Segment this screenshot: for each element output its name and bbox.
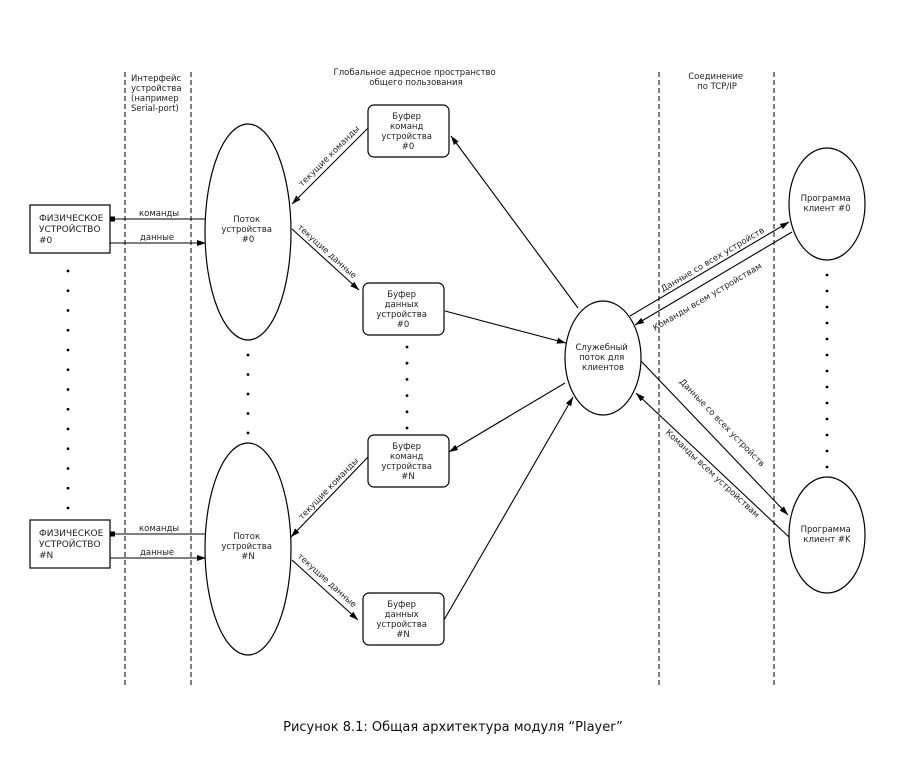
svg-text:данные: данные — [140, 548, 174, 558]
edge-physN-data: данные — [110, 548, 206, 561]
ellipsis-dot — [66, 388, 70, 391]
ellipsis-dot — [405, 378, 409, 381]
client-program-k: Программа клиент #K — [788, 476, 866, 594]
ellipsis-dot — [825, 433, 829, 437]
svg-text:текущие данные: текущие данные — [295, 223, 358, 281]
svg-text:данные: данные — [140, 233, 174, 243]
ellipsis-dot — [66, 407, 70, 411]
ellipsis-dot — [246, 353, 250, 357]
physical-device-0: ФИЗИЧЕСКОЕ УСТРОЙСТВО #0 — [29, 204, 111, 254]
ellipsis-dot — [405, 426, 409, 430]
edge-databuf0-to-service — [444, 310, 567, 344]
physical-device-n: ФИЗИЧЕСКОЕ УСТРОЙСТВО #N — [29, 519, 111, 569]
edge-cmdbuf0-to-thread0: текущие команды — [291, 124, 369, 205]
edge-phys0-data: данные — [110, 233, 206, 246]
ellipsis-dots — [66, 269, 829, 510]
data-buffer-0: Буфер данных устройства #0 — [362, 282, 445, 336]
ellipsis-dot — [66, 269, 70, 273]
device-thread-0: Поток устройства #0 — [204, 123, 292, 341]
svg-text:Буфер команд устро: Буфер команд устройства #N — [381, 442, 434, 482]
svg-text:Программа клиент #0: Программа клиент #0 — [801, 194, 854, 214]
edge-service-to-cmdbufN — [448, 382, 566, 453]
svg-text:Программа клиент #K: Программа клиент #K — [801, 525, 854, 545]
svg-text:команды: команды — [139, 524, 179, 534]
ellipsis-dot — [825, 273, 829, 277]
ellipsis-dot — [405, 361, 409, 365]
zone-label-global-space: Глобальное адресное пространство общего … — [334, 68, 499, 88]
svg-text:Буфер данных устро: Буфер данных устройства #0 — [376, 290, 429, 330]
svg-text:ФИЗИЧЕСКОЕ УСТРОЙСТВО: ФИЗИЧЕСКОЕ УСТРОЙСТВО #0 — [39, 214, 106, 246]
ellipsis-dot — [246, 373, 250, 376]
edge-service-to-clientK-data: Данные со всех устройств — [640, 360, 789, 516]
ellipsis-dot — [825, 449, 829, 453]
ellipsis-dot — [825, 369, 829, 373]
ellipsis-dot — [825, 321, 829, 325]
svg-text:Поток устройства #: Поток устройства #0 — [221, 215, 274, 245]
edge-threadN-to-databufN: текущие данные — [291, 552, 359, 621]
command-buffer-0: Буфер команд устройства #0 — [367, 104, 450, 158]
ellipsis-dot — [825, 305, 829, 309]
ellipsis-dot — [825, 289, 829, 293]
ellipsis-dot — [246, 412, 250, 415]
client-program-0: Программа клиент #0 — [788, 147, 866, 261]
svg-text:ФИЗИЧЕСКОЕ УСТРОЙСТВО: ФИЗИЧЕСКОЕ УСТРОЙСТВО #N — [39, 529, 106, 561]
ellipsis-dot — [825, 353, 829, 357]
client-service-thread: Служебный поток для клиентов — [564, 300, 642, 416]
command-buffer-n: Буфер команд устройства #N — [367, 434, 450, 488]
edge-thread0-to-databuf0: текущие данные — [291, 223, 360, 291]
svg-text:Команды всем устройствам: Команды всем устройствам — [651, 261, 763, 333]
figure-caption: Рисунок 8.1: Общая архитектура модуля “P… — [283, 720, 623, 735]
edge-cmdbufN-to-threadN: текущие команды — [290, 456, 369, 538]
svg-text:команды: команды — [139, 209, 179, 219]
svg-text:текущие команды: текущие команды — [297, 124, 362, 189]
ellipsis-dot — [825, 465, 829, 469]
svg-text:текущие команды: текущие команды — [297, 456, 361, 522]
ellipsis-dot — [825, 385, 829, 389]
ellipsis-dot — [66, 309, 70, 312]
data-buffer-n: Буфер данных устройства #N — [362, 592, 445, 646]
svg-text:Буфер данных устро: Буфер данных устройства #N — [376, 600, 429, 640]
ellipsis-dot — [66, 486, 70, 490]
edge-physN-commands: команды — [107, 524, 206, 537]
zone-label-interface: Интерфейс устройства (например Serial-po… — [131, 74, 184, 114]
device-thread-n: Поток устройства #N — [204, 442, 292, 656]
zone-label-tcp: Соединение по TCP/IP — [688, 72, 746, 92]
ellipsis-dot — [825, 401, 829, 405]
edge-service-to-cmdbuf0 — [450, 135, 579, 309]
ellipsis-dot — [405, 394, 409, 397]
ellipsis-dot — [825, 337, 829, 341]
edge-phys0-commands: команды — [107, 209, 206, 222]
ellipsis-dot — [66, 289, 70, 293]
svg-text:Данные со всех устройств: Данные со всех устройств — [659, 226, 766, 295]
ellipsis-dot — [66, 368, 70, 372]
ellipsis-dot — [246, 392, 250, 396]
ellipsis-dot — [66, 447, 70, 451]
svg-text:Поток устройства #: Поток устройства #N — [221, 532, 274, 562]
ellipsis-dot — [66, 506, 70, 510]
svg-text:текущие данные: текущие данные — [295, 552, 358, 610]
ellipsis-dot — [66, 348, 70, 352]
ellipsis-dot — [66, 328, 70, 332]
ellipsis-dot — [66, 467, 70, 470]
svg-text:Служебный поток для: Служебный поток для клиентов — [575, 343, 630, 373]
edge-databufN-to-service — [443, 396, 574, 621]
ellipsis-dot — [405, 345, 409, 349]
ellipsis-dot — [825, 417, 829, 421]
ellipsis-dot — [246, 431, 250, 435]
svg-text:Буфер команд устро: Буфер команд устройства #0 — [381, 112, 434, 152]
ellipsis-dot — [66, 427, 70, 431]
ellipsis-dot — [405, 410, 409, 414]
